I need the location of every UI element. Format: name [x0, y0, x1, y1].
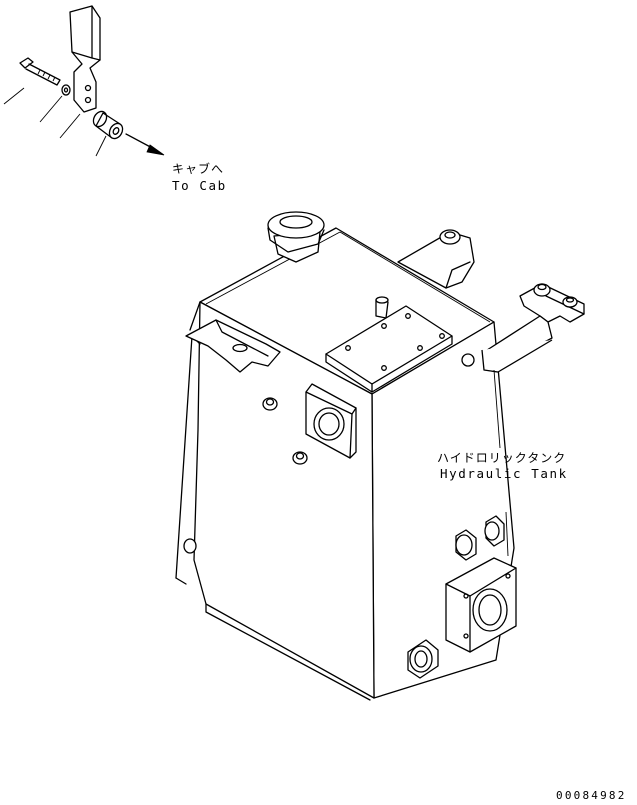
washer	[61, 84, 71, 96]
leader-line-collar	[95, 135, 107, 157]
to-cab-arrow	[125, 133, 165, 156]
boss-port-upper	[262, 397, 278, 411]
boss-port-right-1	[455, 529, 477, 561]
leader-line-bolt	[3, 87, 25, 105]
spacer-collar	[92, 110, 124, 140]
cab-bracket-assembly	[3, 5, 165, 157]
top-cover-plate	[325, 305, 453, 393]
drain-boss	[407, 639, 439, 679]
return-pipe	[397, 229, 475, 289]
drawing-number: 00084982	[556, 789, 627, 802]
to-cab-label-en: To Cab	[172, 178, 227, 193]
bracket-plate	[69, 5, 101, 113]
tank-mount-bracket	[481, 283, 585, 373]
to-cab-label-jp: キャブへ	[172, 162, 225, 176]
left-mount-bracket	[185, 319, 281, 373]
side-boss-bottom-left	[183, 538, 197, 554]
leader-line-washer	[39, 95, 63, 123]
right-side-boss	[461, 353, 475, 367]
boss-port-lower	[292, 451, 308, 465]
boss-port-right-2	[484, 515, 505, 547]
return-flange	[445, 557, 517, 653]
filler-neck	[267, 211, 325, 263]
hydraulic-tank	[175, 211, 517, 701]
leader-line-plate	[59, 113, 81, 139]
suction-flange	[305, 383, 357, 459]
leader-line-tank-bottom	[505, 511, 509, 557]
breather-tube	[375, 296, 389, 319]
hydraulic-tank-label-jp: ハイドロリックタンク	[437, 451, 567, 465]
leader-line-tank-top	[493, 369, 501, 449]
bolt	[19, 57, 61, 86]
hydraulic-tank-label-en: Hydraulic Tank	[440, 466, 568, 481]
